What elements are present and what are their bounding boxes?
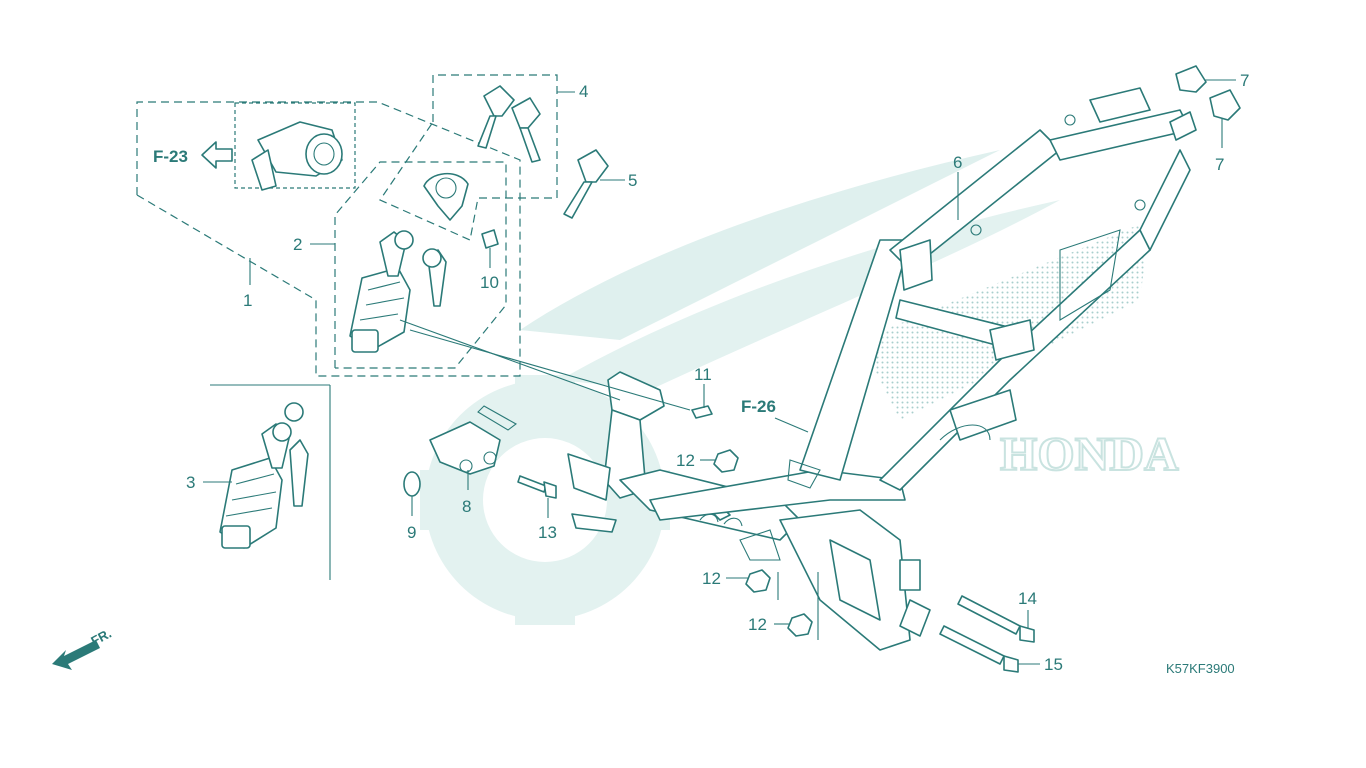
key-blank-icon [563, 149, 609, 219]
callout-5: 5 [628, 171, 637, 190]
assembly-outlines [136, 74, 558, 377]
ref-f23-label[interactable]: F-23 [153, 147, 188, 166]
grommet-9 [403, 471, 421, 497]
ref-f26-label[interactable]: F-26 [741, 397, 776, 416]
callout-7-lower: 7 [1215, 155, 1224, 174]
drawing-code: K57KF3900 [1166, 661, 1235, 676]
bolt-15 [939, 625, 1019, 673]
key-cylinder-set-lower [210, 384, 331, 580]
honda-watermark-text: HONDA [1000, 428, 1179, 481]
front-direction-indicator: FR. [52, 626, 114, 670]
callout-14: 14 [1018, 589, 1037, 608]
callout-11: 11 [694, 365, 712, 384]
callout-7-upper: 7 [1240, 71, 1249, 90]
callout-12-upper: 12 [676, 451, 695, 470]
key-cylinder-set-upper [349, 230, 447, 353]
nut-12-upper [713, 449, 739, 473]
callout-9: 9 [407, 523, 416, 542]
screw-10 [481, 229, 499, 249]
callout-12-middle: 12 [702, 569, 721, 588]
callout-1: 1 [243, 291, 252, 310]
callout-15: 15 [1044, 655, 1063, 674]
key-shutter-cover [423, 172, 469, 221]
helmet-hook-bracket [429, 405, 518, 475]
callout-numbers: 1 2 3 4 5 6 7 7 8 9 10 11 12 12 12 13 14… [186, 71, 1249, 674]
arrow-front-icon [52, 640, 100, 670]
seat-lock-cylinder [251, 121, 343, 191]
callout-4: 4 [579, 82, 588, 101]
callout-2: 2 [293, 235, 302, 254]
bolt-13 [517, 475, 557, 499]
callout-8: 8 [462, 497, 471, 516]
section-ref-f23[interactable]: F-23 [153, 141, 233, 169]
leader-lines [203, 79, 1236, 665]
callout-3: 3 [186, 473, 195, 492]
callout-12-lower: 12 [748, 615, 767, 634]
section-ref-f26[interactable]: F-26 [741, 397, 776, 416]
callout-13: 13 [538, 523, 557, 542]
callout-6: 6 [953, 153, 962, 172]
frame-body [567, 87, 1197, 651]
bolt-14 [957, 595, 1035, 643]
callout-10: 10 [480, 273, 499, 292]
nut-12-lower [787, 613, 813, 637]
grommet-7-lower [1209, 89, 1241, 121]
arrow-left-icon [201, 141, 233, 169]
key-pair-icon [477, 85, 541, 163]
grommet-7-upper [1175, 65, 1207, 93]
nut-12-middle [745, 569, 771, 593]
bolt-11 [691, 405, 713, 419]
